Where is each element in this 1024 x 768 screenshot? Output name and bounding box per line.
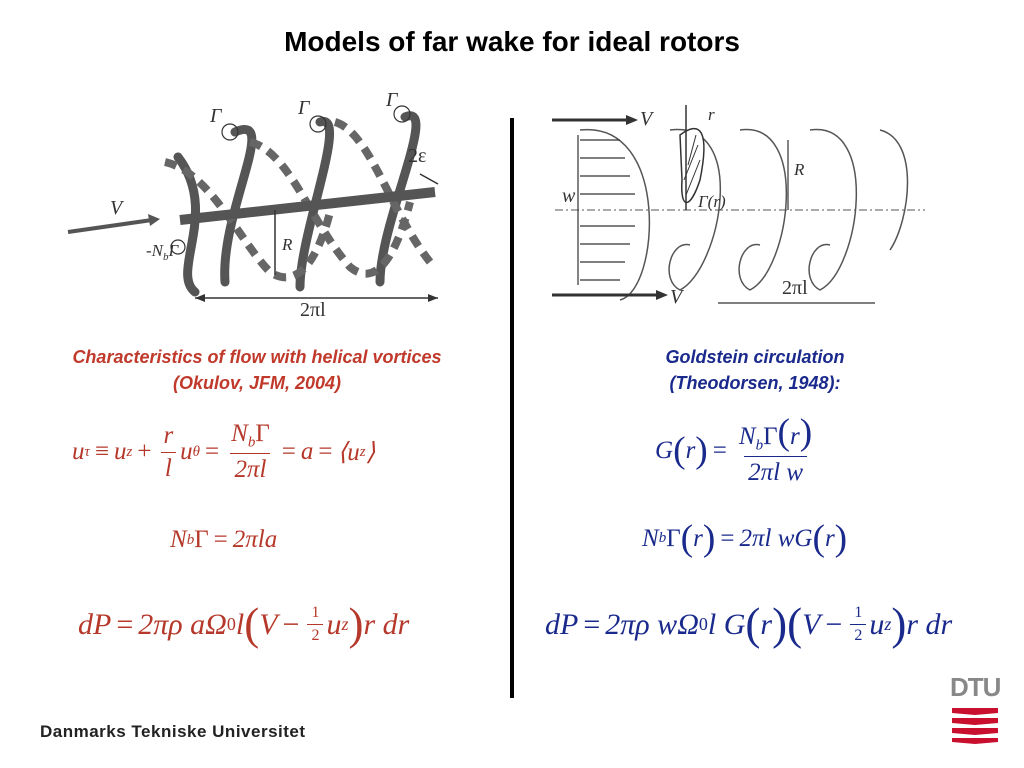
wake-sheet-1	[579, 129, 651, 301]
epsilon-label: 2ε	[408, 145, 426, 167]
dtu-logo-icon	[952, 708, 998, 744]
nb-label: -N	[146, 241, 165, 260]
circulation-loop-3	[393, 105, 411, 123]
helix-dashed-3	[333, 118, 434, 265]
equation-goldstein: G (r) = NbΓ(r)2πl w	[655, 412, 813, 487]
wake-sheet-3	[738, 129, 788, 291]
wake-sheet-4	[808, 129, 858, 291]
w-label: w	[562, 185, 576, 207]
left-caption: Characteristics of flow with helical vor…	[12, 344, 502, 396]
dtu-logo-text: DTU	[950, 672, 1001, 702]
wake-sheet-2	[668, 129, 722, 291]
v-label-bottom: V	[670, 286, 685, 308]
helix-dashed-1	[163, 158, 334, 282]
column-divider	[510, 118, 514, 698]
gamma-label-3: Γ	[385, 92, 399, 111]
goldstein-wake-figure: V V r w Γ(r) R 2πl	[552, 105, 925, 308]
v-label-top: V	[640, 108, 655, 130]
circulation-loop-2	[309, 115, 327, 133]
helix-strand-2	[220, 125, 257, 287]
helix-dashed-2	[248, 138, 414, 278]
gamma-label-2: Γ	[297, 97, 311, 119]
right-caption-line1: Goldstein circulation	[665, 347, 845, 367]
left-caption-line1: Characteristics of flow with helical vor…	[72, 347, 442, 367]
r-small-label: r	[708, 105, 715, 124]
inflow-arrow	[67, 218, 153, 234]
wake-sheet-5	[879, 129, 909, 251]
circulation-loop-1	[221, 123, 239, 141]
university-name: Danmarks Tekniske Universitet	[40, 722, 306, 741]
right-caption-line2: (Theodorsen, 1948):	[669, 373, 841, 393]
right-caption: Goldstein circulation (Theodorsen, 1948)…	[555, 344, 955, 396]
helix-strand-4	[375, 111, 421, 287]
v-label: V	[110, 197, 125, 219]
epsilon-line	[419, 173, 439, 185]
axis-bar	[179, 187, 436, 225]
svg-text:-NbΓ: -NbΓ	[146, 241, 180, 263]
pitch-label: 2πl	[300, 299, 326, 317]
radius-label: R	[281, 235, 293, 254]
radius-label: R	[793, 160, 805, 179]
slide-title: Models of far wake for ideal rotors	[284, 26, 740, 57]
helical-vortex-figure: Γ Γ Γ 2ε V R 2πl -NbΓ	[67, 92, 439, 317]
helix-strand-3	[295, 117, 334, 292]
circulation-loop-4	[170, 239, 186, 255]
pitch-label: 2πl	[782, 277, 808, 299]
left-caption-line2: (Okulov, JFM, 2004)	[172, 373, 342, 393]
gamma-r-label: Γ(r)	[697, 192, 726, 211]
gamma-label-1: Γ	[209, 105, 223, 127]
